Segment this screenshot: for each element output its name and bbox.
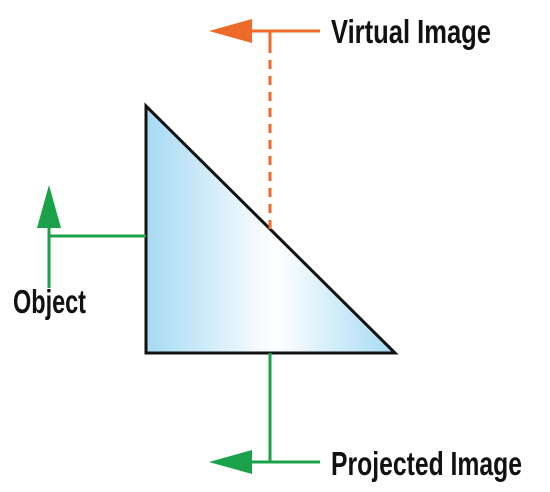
object-arrowhead [37,185,61,228]
projected-arrowhead [209,450,252,474]
projected-image-arrow [209,450,320,474]
virtual-image-arrow [209,19,320,46]
virtual-arrowhead [209,19,252,43]
projected-image-label: Projected Image [331,445,522,482]
virtual-image-label: Virtual Image [331,13,491,50]
object-label: Object [13,283,86,320]
